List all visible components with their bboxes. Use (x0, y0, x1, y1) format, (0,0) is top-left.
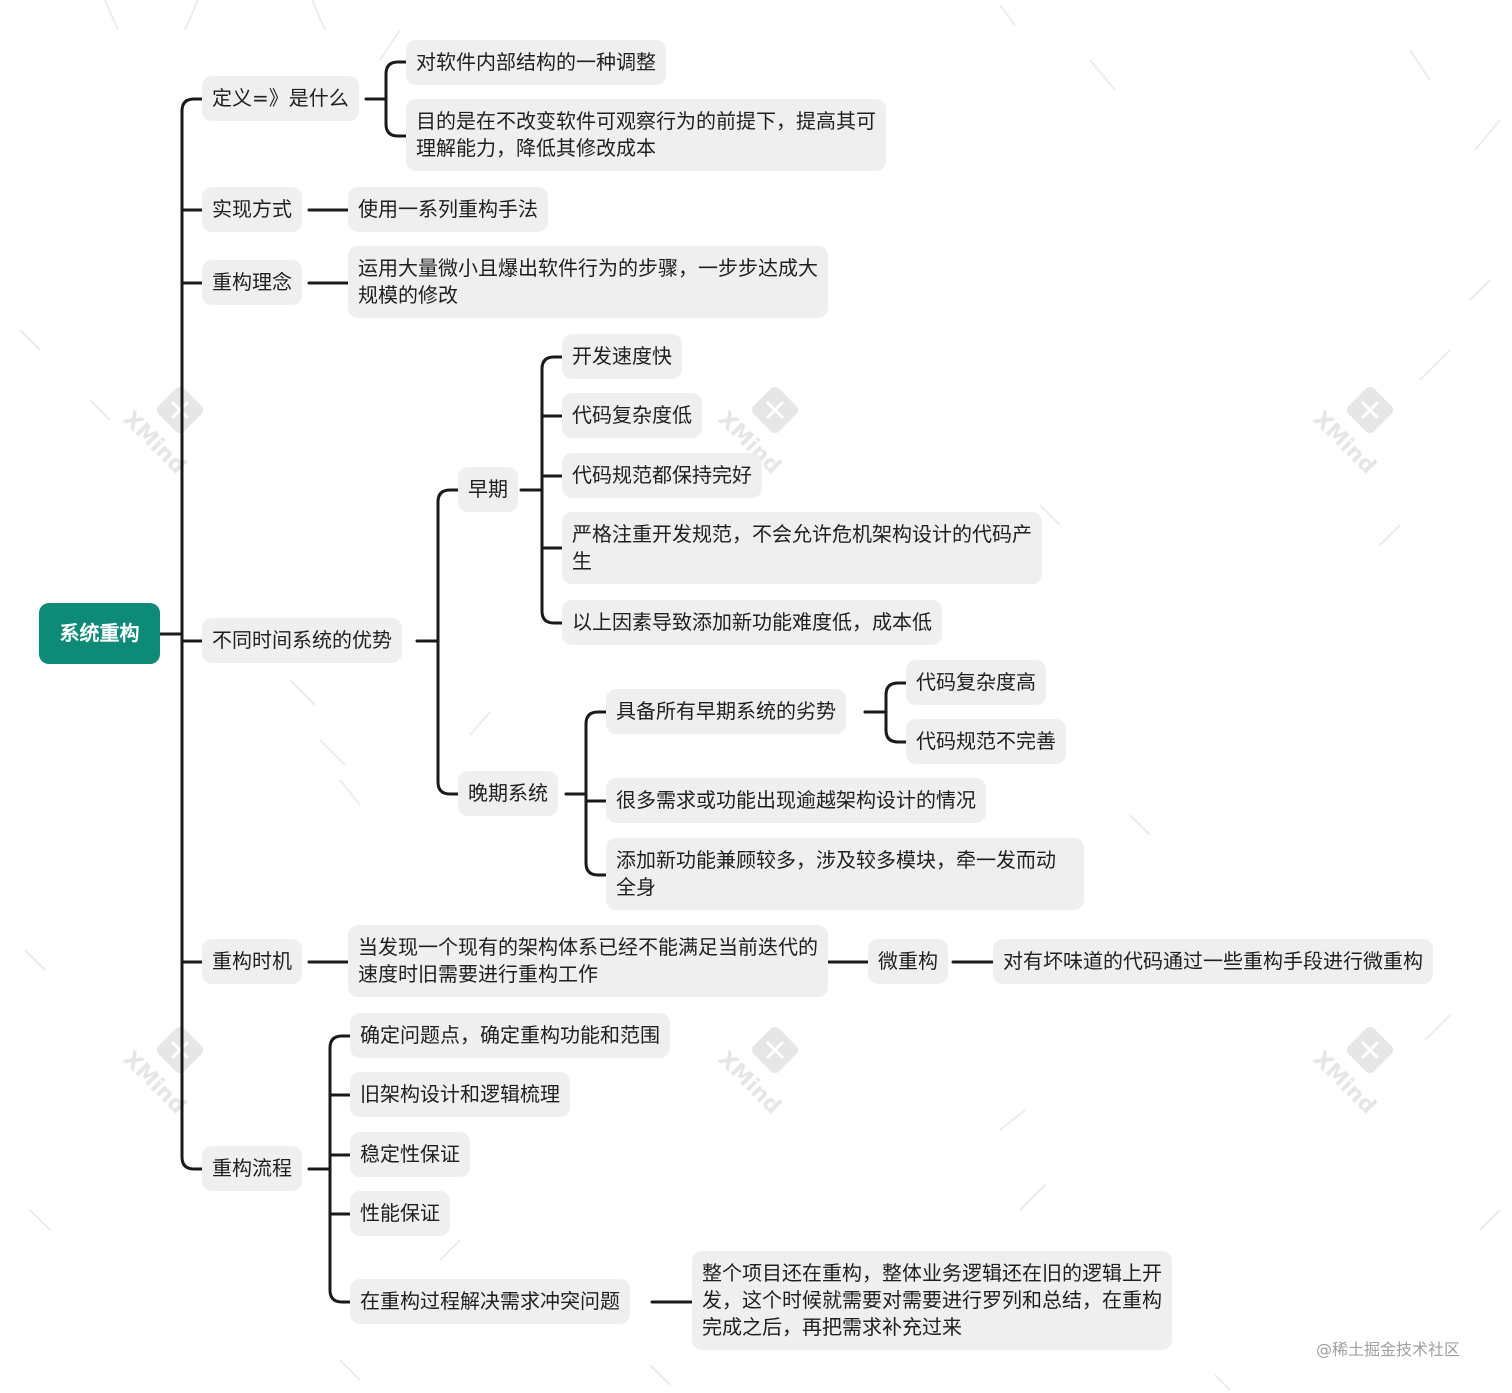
topic-label: 具备所有早期系统的劣势 (616, 699, 836, 723)
source-credit: @稀土掘金技术社区 (1316, 1340, 1461, 1359)
early-item[interactable]: 开发速度快 (562, 334, 682, 379)
early-item[interactable]: 代码规范都保持完好 (562, 453, 762, 498)
process-step[interactable]: 稳定性保证 (350, 1132, 470, 1177)
subtopic-timing-condition[interactable]: 当发现一个现有的架构体系已经不能满足当前迭代的速度时旧需要进行重构工作 (348, 925, 828, 997)
topic-label: 整个项目还在重构，整体业务逻辑还在旧的逻辑上开发，这个时候就需要对需要进行罗列和… (702, 1261, 1162, 1339)
topic-implementation[interactable]: 实现方式 (202, 187, 302, 232)
topic-label: 实现方式 (212, 197, 292, 221)
late-subitem[interactable]: 代码规范不完善 (906, 719, 1066, 764)
topic-label: 旧架构设计和逻辑梳理 (360, 1082, 560, 1106)
topic-label: 添加新功能兼顾较多，涉及较多模块，牵一发而动全身 (616, 848, 1056, 899)
topic-timing[interactable]: 重构时机 (202, 939, 302, 984)
late-item[interactable]: 很多需求或功能出现逾越架构设计的情况 (606, 778, 986, 823)
subtopic-definition-purpose[interactable]: 目的是在不改变软件可观察行为的前提下，提高其可理解能力，降低其修改成本 (406, 99, 886, 171)
early-item[interactable]: 严格注重开发规范，不会允许危机架构设计的代码产生 (562, 512, 1042, 584)
subtopic-implementation-method[interactable]: 使用一系列重构手法 (348, 187, 548, 232)
topic-label: 性能保证 (360, 1201, 440, 1225)
early-item[interactable]: 代码复杂度低 (562, 393, 702, 438)
topic-label: 开发速度快 (572, 344, 672, 368)
topic-label: 目的是在不改变软件可观察行为的前提下，提高其可理解能力，降低其修改成本 (416, 109, 876, 160)
topic-label: 确定问题点，确定重构功能和范围 (360, 1023, 660, 1047)
subtopic-micro-refactor-detail[interactable]: 对有坏味道的代码通过一些重构手段进行微重构 (993, 939, 1433, 984)
svg-text:XMind: XMind (713, 1047, 786, 1120)
topic-label: 当发现一个现有的架构体系已经不能满足当前迭代的速度时旧需要进行重构工作 (358, 935, 818, 986)
subtopic-early[interactable]: 早期 (458, 467, 518, 512)
topic-system-advantages[interactable]: 不同时间系统的优势 (202, 618, 402, 663)
topic-label: 代码复杂度低 (572, 403, 692, 427)
svg-text:XMind: XMind (1308, 407, 1381, 480)
topic-label: 不同时间系统的优势 (212, 628, 392, 652)
late-item[interactable]: 添加新功能兼顾较多，涉及较多模块，牵一发而动全身 (606, 838, 1084, 910)
topic-label: 早期 (468, 477, 508, 501)
process-step-detail[interactable]: 整个项目还在重构，整体业务逻辑还在旧的逻辑上开发，这个时候就需要对需要进行罗列和… (692, 1251, 1172, 1350)
topic-philosophy[interactable]: 重构理念 (202, 260, 302, 305)
svg-text:XMind: XMind (118, 1047, 191, 1120)
process-step[interactable]: 确定问题点，确定重构功能和范围 (350, 1013, 670, 1058)
topic-label: 重构时机 (212, 949, 292, 973)
process-step[interactable]: 旧架构设计和逻辑梳理 (350, 1072, 570, 1117)
late-item[interactable]: 具备所有早期系统的劣势 (606, 689, 846, 734)
topic-label: 使用一系列重构手法 (358, 197, 538, 221)
topic-label: 以上因素导致添加新功能难度低，成本低 (572, 610, 932, 634)
topic-process[interactable]: 重构流程 (202, 1146, 302, 1191)
svg-text:XMind: XMind (1308, 1047, 1381, 1120)
topic-label: 晚期系统 (468, 781, 548, 805)
topic-definition[interactable]: 定义=》是什么 (202, 76, 359, 121)
svg-text:XMind: XMind (118, 407, 191, 480)
topic-label: 代码复杂度高 (916, 670, 1036, 694)
topic-label: 运用大量微小且爆出软件行为的步骤，一步步达成大规模的修改 (358, 256, 818, 307)
subtopic-philosophy-steps[interactable]: 运用大量微小且爆出软件行为的步骤，一步步达成大规模的修改 (348, 246, 828, 318)
process-step[interactable]: 性能保证 (350, 1191, 450, 1236)
topic-label: 很多需求或功能出现逾越架构设计的情况 (616, 788, 976, 812)
subtopic-micro-refactor[interactable]: 微重构 (868, 939, 948, 984)
topic-label: 稳定性保证 (360, 1142, 460, 1166)
topic-label: 对软件内部结构的一种调整 (416, 50, 656, 74)
topic-label: 代码规范都保持完好 (572, 463, 752, 487)
topic-label: 对有坏味道的代码通过一些重构手段进行微重构 (1003, 949, 1423, 973)
subtopic-definition-adjustment[interactable]: 对软件内部结构的一种调整 (406, 40, 666, 85)
process-step[interactable]: 在重构过程解决需求冲突问题 (350, 1279, 630, 1324)
topic-label: 定义=》是什么 (212, 86, 349, 110)
subtopic-late[interactable]: 晚期系统 (458, 771, 558, 816)
topic-label: 重构理念 (212, 270, 292, 294)
root-node[interactable]: 系统重构 (39, 603, 160, 664)
topic-label: 微重构 (878, 949, 938, 973)
topic-label: 在重构过程解决需求冲突问题 (360, 1289, 620, 1313)
topic-label: 重构流程 (212, 1156, 292, 1180)
early-item[interactable]: 以上因素导致添加新功能难度低，成本低 (562, 600, 942, 645)
topic-label: 严格注重开发规范，不会允许危机架构设计的代码产生 (572, 522, 1032, 573)
root-label: 系统重构 (59, 621, 140, 645)
late-subitem[interactable]: 代码复杂度高 (906, 660, 1046, 705)
topic-label: 代码规范不完善 (916, 729, 1056, 753)
